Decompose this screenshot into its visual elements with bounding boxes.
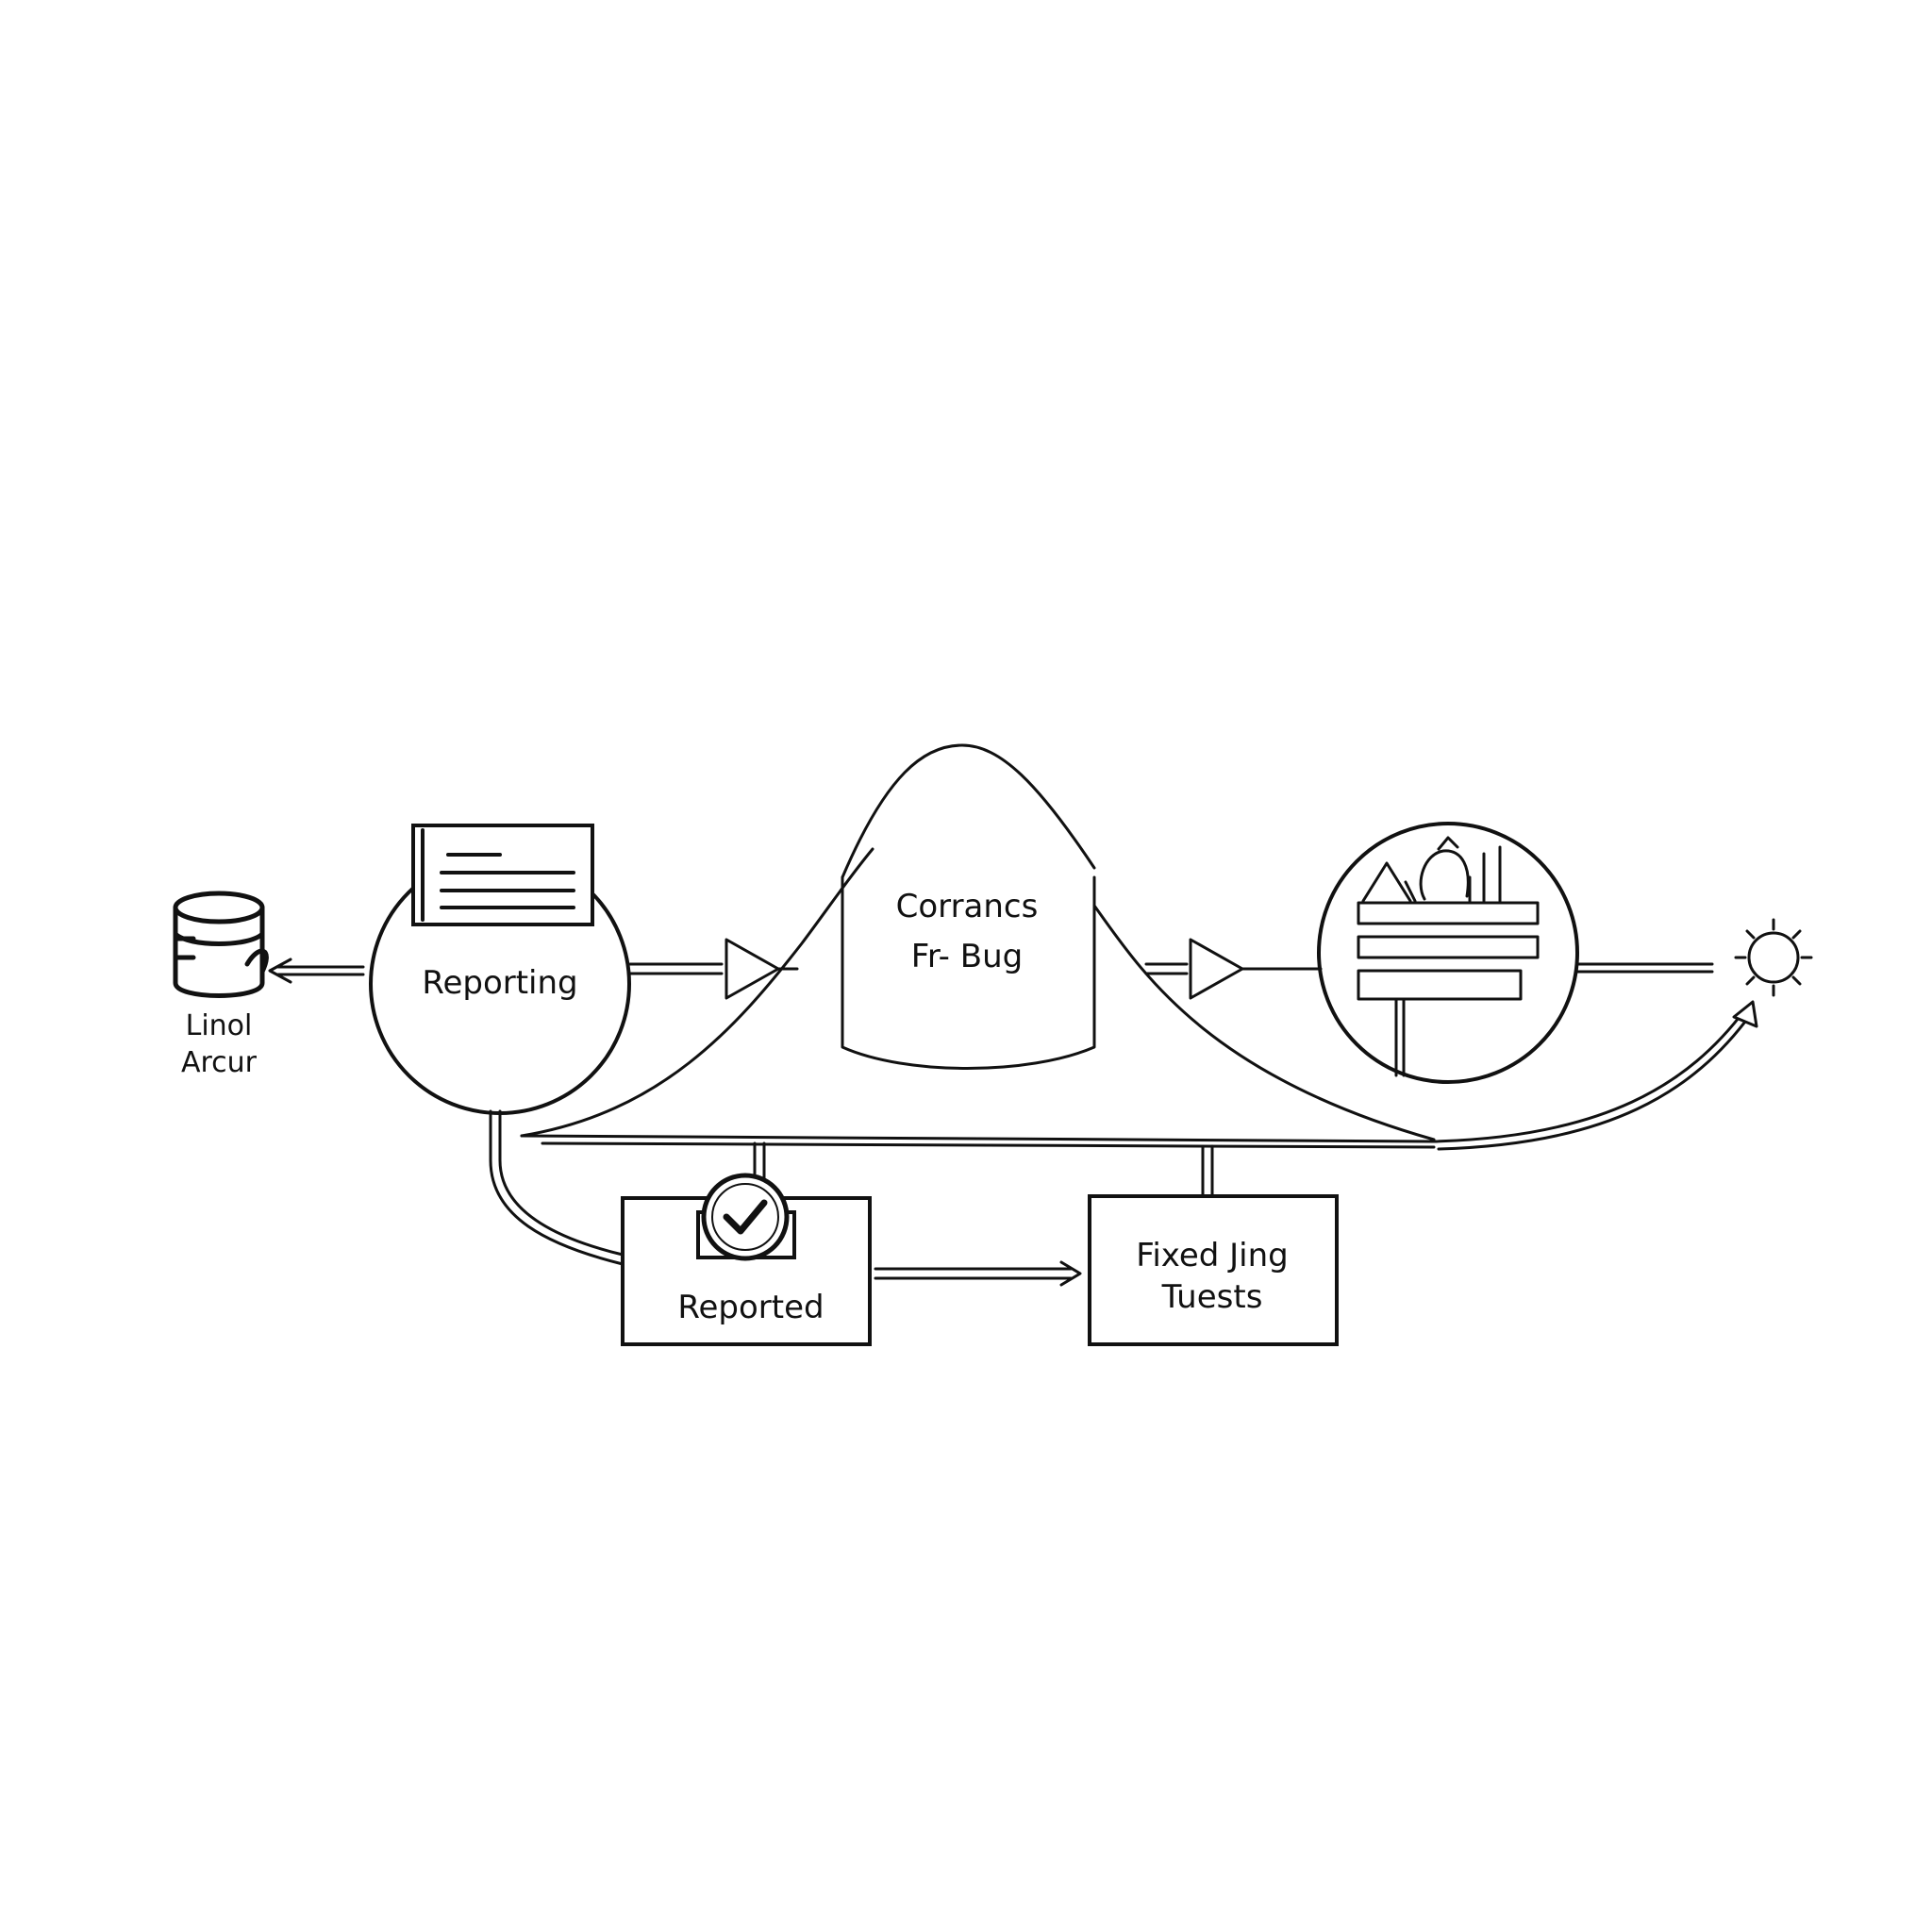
arrow-reported-to-fixed [874, 1260, 1082, 1287]
connector-reporting-to-reported [489, 1109, 625, 1266]
arrow-reporting-to-bell [628, 938, 799, 1000]
arrow-reporting-to-database [268, 958, 365, 984]
database-label-line2: Arcur [181, 1046, 258, 1079]
toolbox-node[interactable] [1317, 822, 1579, 1084]
reported-node[interactable]: Reported [621, 1173, 872, 1346]
checkmark-icon [696, 1173, 796, 1261]
database-node[interactable]: Linol Arcur [173, 891, 269, 1079]
reporting-node[interactable]: Reporting [369, 824, 631, 1115]
arrow-bell-to-toolbox [1144, 938, 1323, 1000]
sun-icon [1734, 918, 1813, 997]
reporting-label: Reporting [422, 964, 577, 1002]
tools-signpost-icon [1357, 836, 1540, 1077]
fixed-node[interactable]: Fixed Jing Tuests [1088, 1194, 1339, 1346]
corrancs-bug-node[interactable]: Corrancs Fr- Bug [841, 875, 1096, 1070]
connector-base-to-reported [753, 1141, 766, 1181]
arrow-curve-to-sun [1432, 1000, 1758, 1151]
arrow-toolbox-to-sun [1575, 962, 1714, 974]
document-icon [411, 824, 594, 926]
bell-label-line1: Corrancs [896, 888, 1039, 925]
connector-base-to-fixed [1201, 1144, 1214, 1198]
reported-label: Reported [677, 1289, 824, 1326]
database-icon [173, 891, 269, 998]
fixed-label-line1: Fixed Jing [1136, 1237, 1289, 1274]
database-label-line1: Linol [186, 1009, 253, 1042]
sun-node[interactable] [1734, 918, 1813, 997]
bell-curve [520, 743, 1436, 1149]
bell-label-line2: Fr- Bug [911, 938, 1023, 975]
fixed-label-line2: Tuests [1161, 1278, 1263, 1316]
